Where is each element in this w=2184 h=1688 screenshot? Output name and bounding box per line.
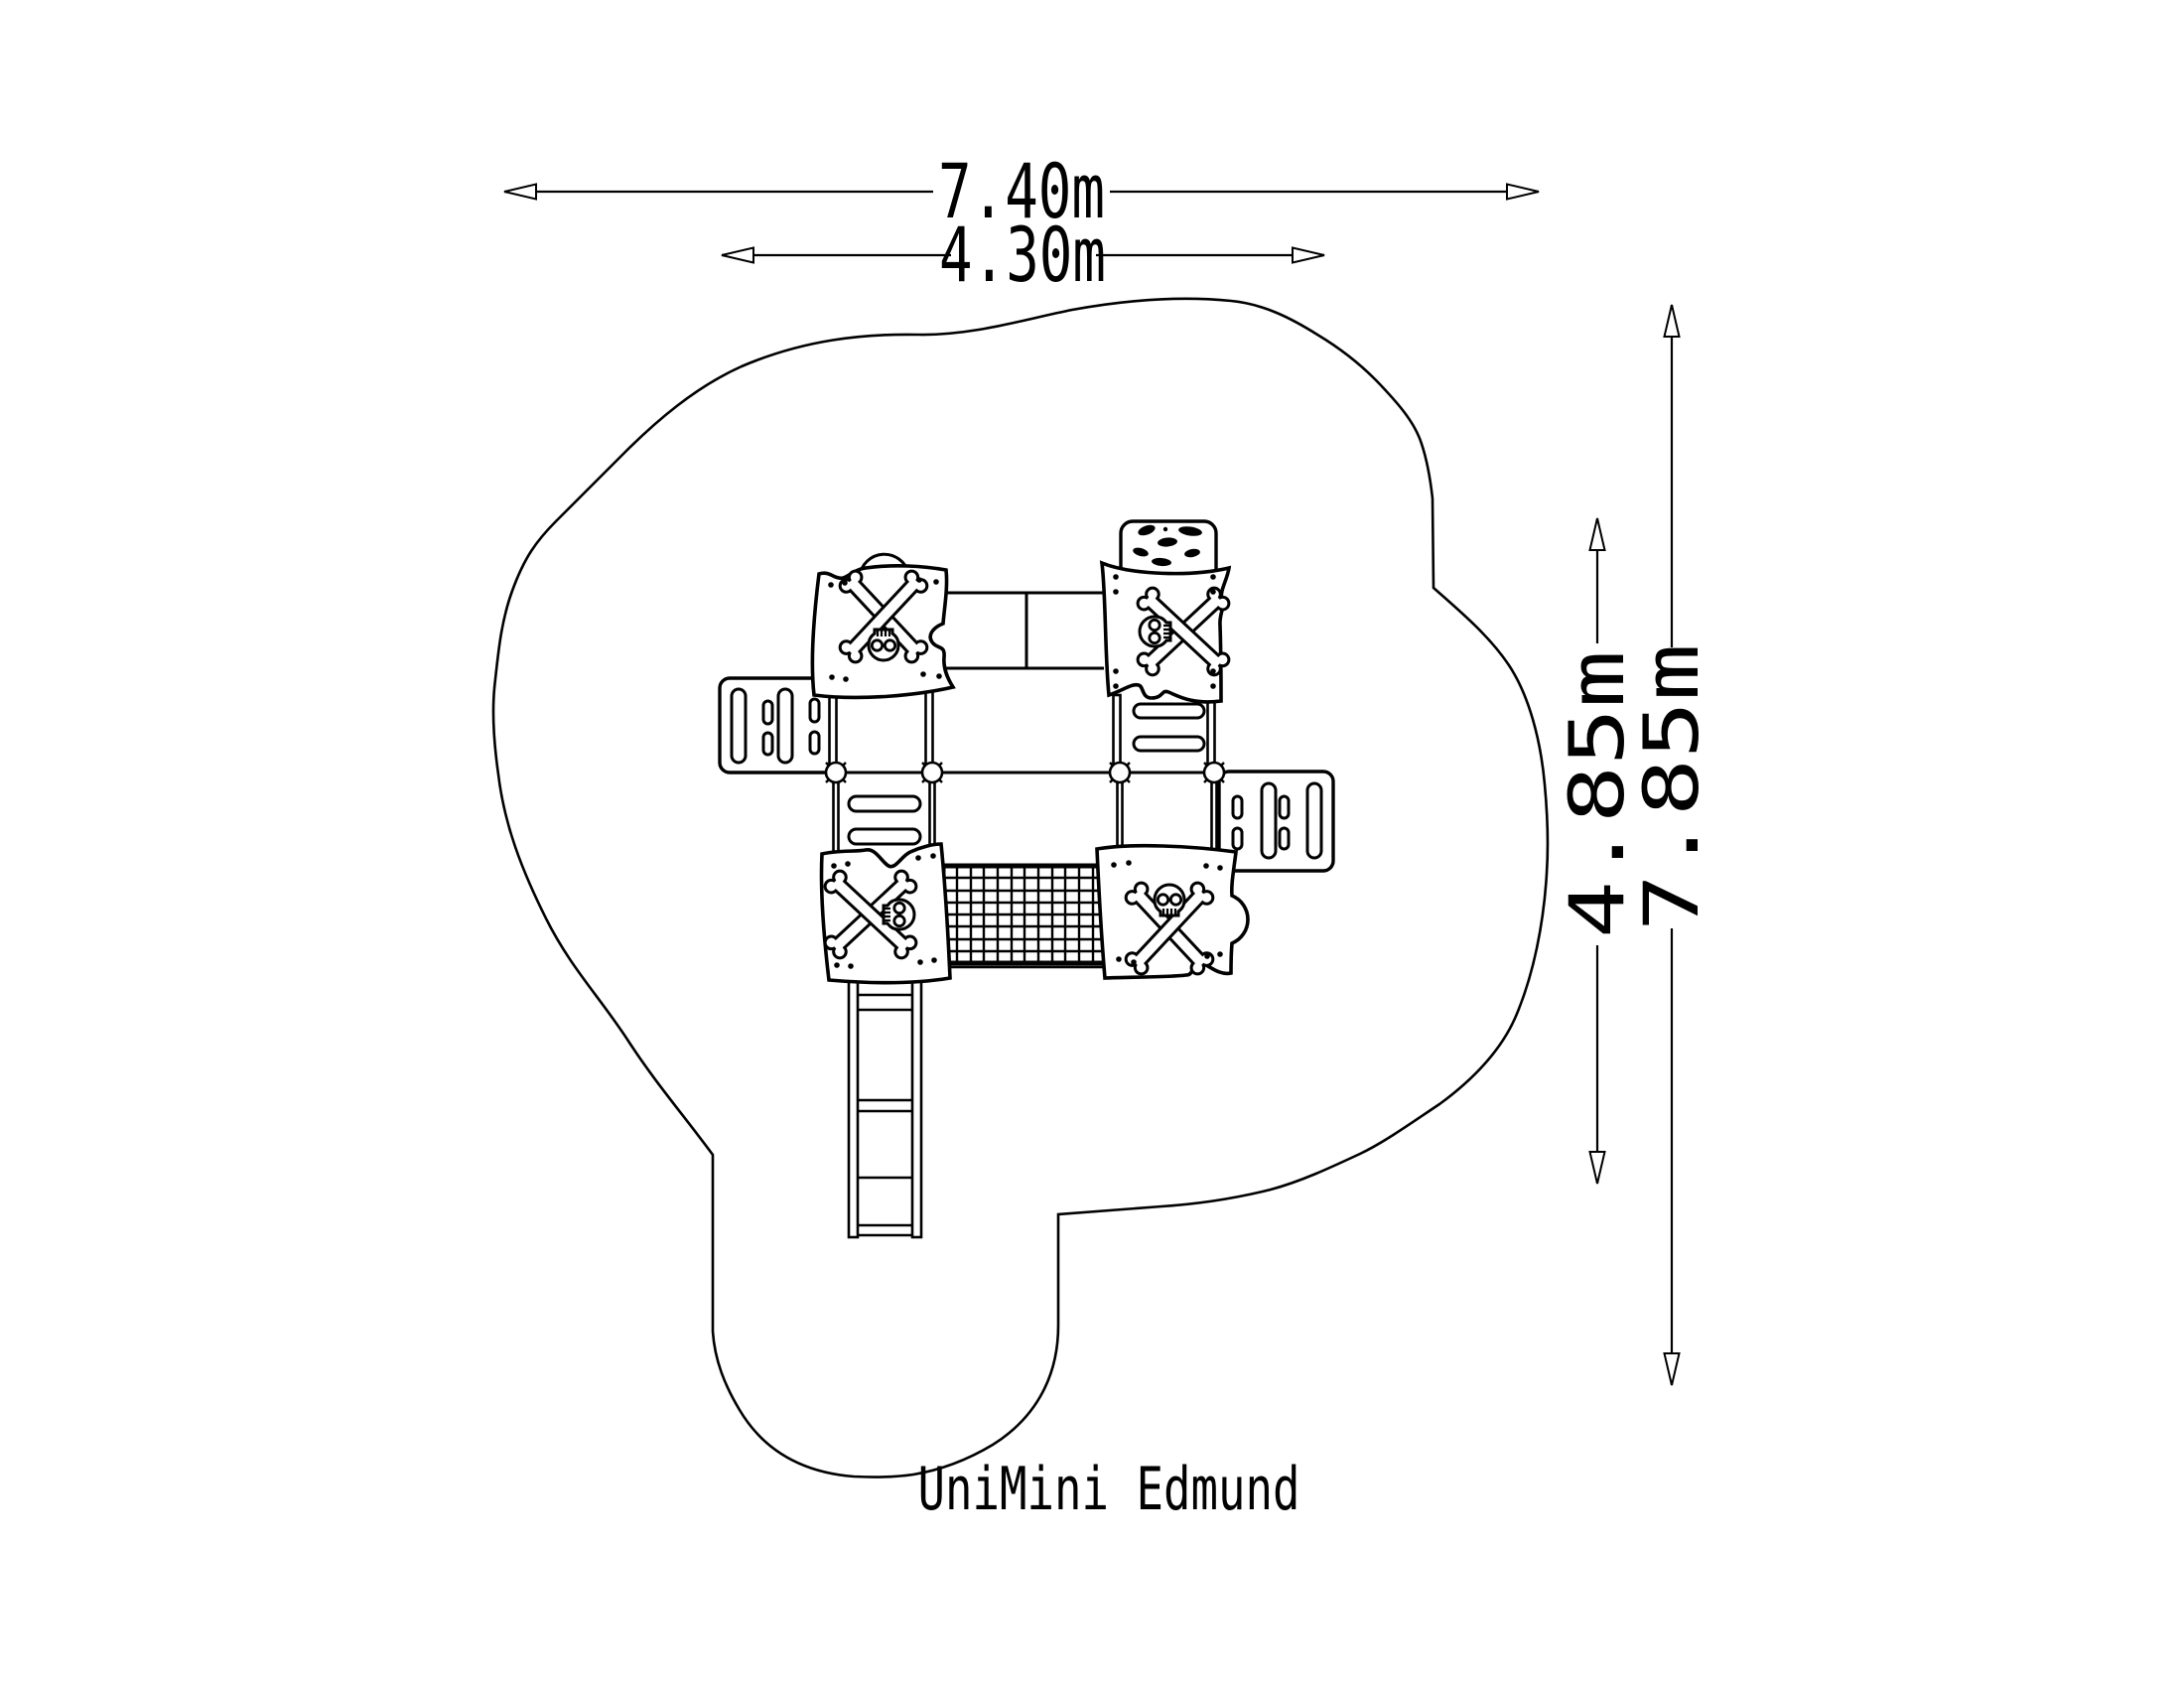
panel-slot [761, 699, 774, 726]
net-bridge [940, 863, 1110, 969]
panel-slot [776, 687, 794, 765]
flag-rivets [1113, 574, 1216, 689]
dimension-total-depth: 7.85m [1627, 304, 1715, 1386]
slide-sections [858, 993, 912, 1237]
panel-slot [1231, 826, 1244, 851]
dimension-equipment-width: 4.30m [721, 211, 1325, 299]
post-connectors [824, 761, 1226, 784]
ladder-rung [1132, 702, 1206, 720]
right-climber-panel [1217, 770, 1335, 873]
drawing-caption: UniMini Edmund [918, 1455, 1300, 1524]
panel-slot [1231, 794, 1244, 820]
panel-slot [730, 687, 748, 765]
panel-slot [1260, 781, 1278, 860]
slide-rail-left [847, 976, 860, 1239]
arrow-right-icon [1292, 246, 1325, 264]
dimension-label-total-depth: 7.85m [1627, 643, 1715, 931]
arrow-up-icon [1588, 517, 1606, 551]
climbing-hold-icon [1133, 547, 1149, 557]
arrow-down-icon [1588, 1151, 1606, 1185]
pirate-flag-top-left [810, 564, 956, 700]
pirate-flag-bottom-left [819, 842, 952, 985]
ladder-rung [1132, 735, 1206, 753]
panel-slot [1278, 826, 1291, 851]
arrow-left-icon [503, 183, 537, 201]
pirate-flag-top-right [1099, 560, 1231, 704]
arrow-up-icon [1663, 304, 1681, 338]
left-ladder [847, 794, 922, 846]
panel-slot [1305, 781, 1323, 860]
bridge-deck [946, 591, 1104, 670]
post [928, 773, 936, 854]
panel-slot [761, 731, 774, 757]
panel-slot [808, 730, 821, 756]
climbing-hold-icon [1138, 524, 1156, 536]
left-climber-panel [718, 676, 837, 774]
playground-structure [718, 519, 1335, 1239]
ladder-rung [847, 827, 922, 846]
pirate-flag-bottom-right [1095, 843, 1250, 980]
dimension-label-equipment-depth: 4.85m [1553, 650, 1641, 938]
post [1116, 773, 1124, 854]
connector-icon [920, 761, 944, 784]
panel-slot [1278, 794, 1291, 820]
climbing-hold-icon [1178, 526, 1202, 536]
post [828, 688, 838, 774]
dimension-equipment-depth: 4.85m [1553, 517, 1641, 1185]
post [1206, 693, 1216, 774]
arrow-right-icon [1506, 183, 1540, 201]
post [1112, 693, 1122, 774]
post [1210, 773, 1218, 854]
arrow-left-icon [721, 246, 754, 264]
slide-rail-right [910, 976, 923, 1239]
arrow-down-icon [1663, 1352, 1681, 1386]
connector-icon [1202, 761, 1226, 784]
climbing-hold-icon [1184, 548, 1200, 558]
dimension-label-total-width: 7.40m [938, 147, 1105, 235]
dimension-label-equipment-width: 4.30m [939, 211, 1106, 299]
right-ladder [1132, 702, 1206, 753]
ladder-rung [847, 794, 922, 813]
climbing-hold-icon [1158, 537, 1177, 547]
flag-rivets [831, 853, 937, 969]
connector-icon [824, 761, 848, 784]
connector-icon [1108, 761, 1132, 784]
post [924, 688, 934, 774]
net-mesh [943, 866, 1107, 963]
climbing-hold-icon [1162, 526, 1168, 532]
flag-rivets [828, 577, 942, 682]
panel-slot [808, 697, 821, 724]
flag-rivets [1111, 860, 1223, 965]
dimension-total-width: 7.40m [503, 147, 1540, 235]
post [832, 773, 840, 854]
climbing-hold-icon [1152, 557, 1171, 567]
